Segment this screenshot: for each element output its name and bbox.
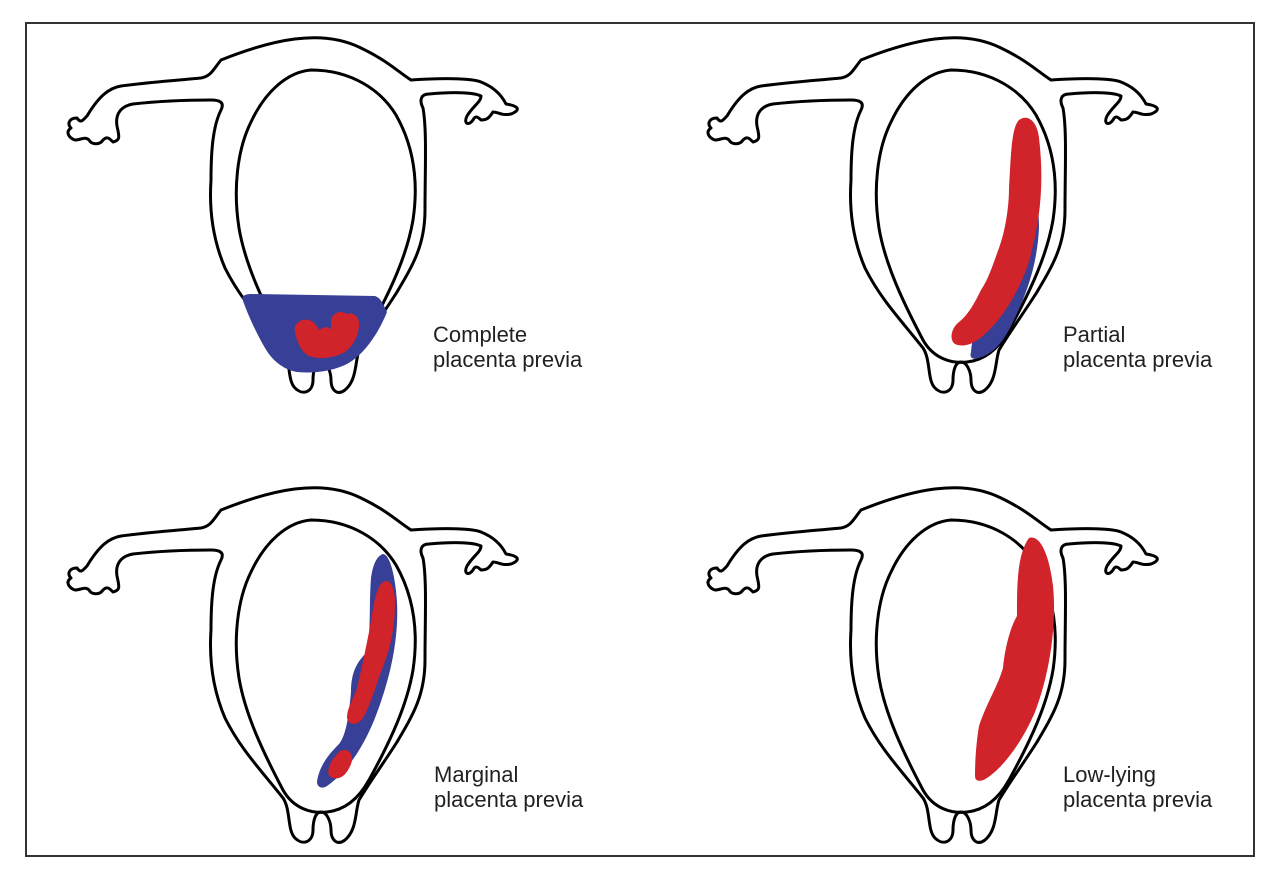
- panel-label-partial: Partial placenta previa: [1063, 322, 1212, 372]
- label-line-type: Marginal: [434, 762, 519, 787]
- placenta-red-region: [294, 312, 359, 359]
- label-line-condition: placenta previa: [434, 787, 584, 812]
- complete-previa-illustration: [66, 36, 519, 394]
- panel-label-low-lying: Low-lying placenta previa: [1063, 762, 1212, 812]
- placenta-red-region: [951, 117, 1042, 346]
- placenta-red-region-lower: [328, 749, 353, 779]
- marginal-previa-illustration: [66, 486, 519, 844]
- low-lying-previa-illustration: [706, 486, 1159, 844]
- placenta-red-region: [975, 537, 1055, 781]
- placenta-red-region: [347, 580, 395, 724]
- label-line-condition: placenta previa: [1063, 347, 1213, 372]
- partial-previa-illustration: [706, 36, 1159, 394]
- label-line-type: Low-lying: [1063, 762, 1156, 787]
- label-line-type: Complete: [433, 322, 528, 347]
- figure-frame: [25, 22, 1255, 857]
- panel-label-marginal: Marginal placenta previa: [434, 762, 583, 812]
- panel-label-complete: Complete placenta previa: [433, 322, 582, 372]
- label-line-condition: placenta previa: [1063, 787, 1213, 812]
- label-line-type: Partial: [1063, 322, 1126, 347]
- label-line-condition: placenta previa: [433, 347, 583, 372]
